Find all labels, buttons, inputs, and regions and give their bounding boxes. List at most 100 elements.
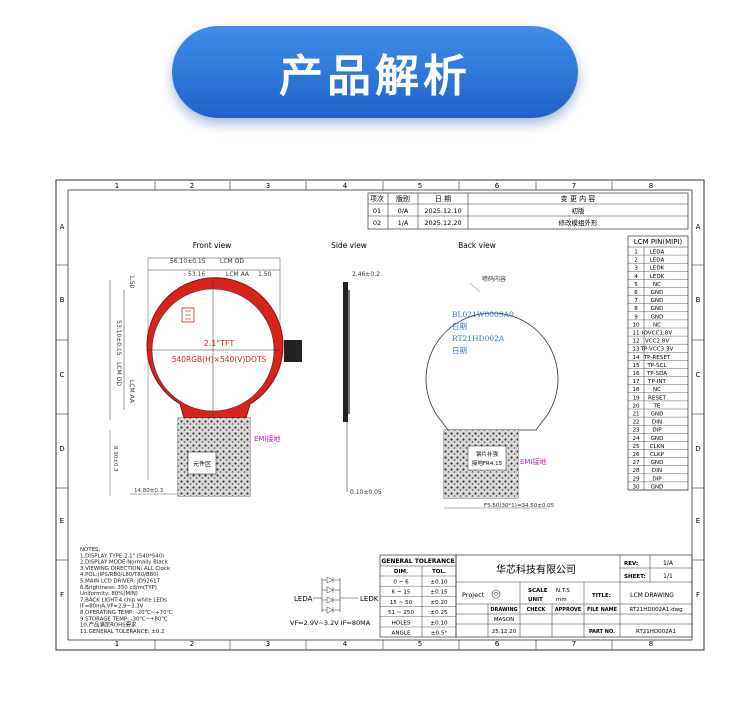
- grid-row-label: D: [695, 445, 700, 453]
- pin-signal: RESET: [648, 395, 667, 401]
- tolerance-table: GENERAL TOLERANCE DIM. TOL. 0 ~ 6±0.106 …: [379, 554, 457, 638]
- pin-number: 11: [632, 331, 640, 337]
- front-dim-od-label: LCM OD: [220, 258, 244, 265]
- note-line: 6.Brightness: 350 cd/m(TYP): [80, 585, 157, 591]
- pin-number: 22: [632, 420, 639, 426]
- pin-number: 15: [632, 363, 640, 369]
- tolerance-dim: 51 ~ 250: [388, 610, 414, 616]
- back-view: 喷码内容 BL021W0009A0 日期 RT21HD002A 日期 钢片补强 …: [425, 275, 559, 509]
- back-fpc-text-2: 接地FR4.15: [472, 459, 503, 467]
- front-dim-aa-h-label: LCM AA: [128, 380, 135, 404]
- pin-signal: DIN: [652, 468, 662, 474]
- back-view-title: Back view: [458, 241, 496, 250]
- pin-number: 23: [632, 428, 640, 434]
- led-diode-icon: [326, 596, 334, 604]
- note-line: 7.BACK LIGHT:4 chip white LEDs: [80, 597, 167, 603]
- pin-signal: LEDA: [650, 258, 665, 264]
- rev-header-ver: 版别: [396, 194, 410, 203]
- pin-signal: TP-VCC3.3V: [640, 347, 674, 353]
- front-emi-note: EMI接地: [254, 434, 281, 443]
- tolerance-header-tol: TOL.: [432, 569, 446, 575]
- rev-row2-date: 2025.12.20: [424, 219, 461, 227]
- pin-number: 26: [632, 452, 640, 458]
- grid-col-label: 2: [190, 640, 194, 648]
- pin-signal: GND: [651, 306, 664, 312]
- pin-signal: LEDK: [650, 274, 665, 280]
- sheet-value: 1/1: [663, 573, 673, 580]
- back-line-4: 日期: [452, 346, 467, 355]
- pin-signal: GND: [651, 298, 664, 304]
- grid-col-label: 8: [649, 182, 653, 190]
- pin-signal: NC: [653, 322, 661, 328]
- pin-signal: GND: [651, 484, 664, 490]
- note-line: Uniformity: 80%(MIN): [80, 591, 138, 597]
- pin-number: 18: [632, 387, 640, 393]
- pin-number: 14: [632, 355, 640, 361]
- grid-col-label: 4: [343, 182, 348, 190]
- tolerance-value: ±0.20: [430, 600, 448, 606]
- tolerance-header-dim: DIM.: [394, 569, 408, 575]
- grid-col-label: 5: [418, 640, 422, 648]
- title-label: TITLE:: [592, 593, 611, 599]
- pin-number: 9: [634, 314, 638, 320]
- grid-col-label: 6: [495, 182, 500, 190]
- pin-number: 10: [632, 322, 640, 328]
- pin-number: 3: [634, 266, 638, 272]
- front-view-title: Front view: [193, 241, 232, 250]
- note-line: 3.VIEWING DIRECTION: ALL Clock: [80, 566, 171, 572]
- back-line-3: RT21HD002A: [452, 334, 505, 343]
- pin-number: 20: [632, 403, 640, 409]
- pin-signal: NC: [653, 282, 661, 288]
- rev-row2-no: 02: [373, 219, 381, 227]
- pin-signal: GND: [651, 412, 664, 418]
- led-label-ledk: LEDK: [360, 595, 379, 603]
- pin-number: 21: [632, 412, 640, 418]
- pin-number: 8: [634, 306, 638, 312]
- notes-block: NOTES:1.DISPLAY TYPE:2.1" (540*540)2.DIS…: [80, 547, 173, 635]
- note-line: 1.DISPLAY TYPE:2.1" (540*540): [80, 553, 164, 559]
- project-label: Project: [462, 591, 485, 599]
- grid-col-label: 5: [418, 182, 422, 190]
- pin-number: 2: [634, 258, 638, 264]
- part-no-label: PART NO.: [589, 629, 615, 635]
- front-dim-margin: 1.50: [258, 271, 272, 278]
- pin-signal: GND: [651, 460, 664, 466]
- grid-col-label: 3: [266, 640, 270, 648]
- led-label-leda: LEDA: [294, 595, 313, 603]
- grid-row-label: E: [60, 517, 64, 525]
- part-no-value: RT21HD002A1: [636, 629, 676, 635]
- back-dim-bottom: F5.50(30*1)=34.50±0.05: [484, 503, 555, 509]
- pinmap-header: LCM PIN(MIPI): [634, 238, 683, 246]
- rev-row1-no: 01: [373, 207, 381, 215]
- pin-number: 30: [632, 484, 640, 490]
- rev-value: 1/A: [663, 560, 674, 567]
- tolerance-dim: 6 ~ 15: [392, 590, 411, 596]
- note-line: NOTES:: [80, 547, 100, 553]
- front-dim-fpc-w: 14.80±0.3: [134, 488, 164, 494]
- pin-signal: TE: [653, 403, 661, 409]
- pin-number: 28: [632, 468, 640, 474]
- led-diode-icon: [326, 586, 334, 594]
- company-name: 华芯科技有限公司: [496, 563, 576, 576]
- front-dim-margin-h: 1.50: [128, 275, 135, 289]
- pin-signal: GND: [651, 314, 664, 320]
- pin-number: 16: [632, 371, 640, 377]
- front-dim-od-w: 56.10±0.15: [170, 258, 206, 265]
- grid-col-label: 8: [649, 640, 653, 648]
- revision-table: 项次 版别 日 期 变 更 内 容 01 0/A 2025.12.10 初版 0…: [367, 192, 689, 230]
- pin-signal: TP-RESET: [643, 355, 671, 361]
- tolerance-value: ±0.10: [430, 580, 448, 586]
- scale-value: N.T.S: [556, 588, 570, 594]
- approve-label: APPROVE: [555, 607, 582, 613]
- note-line: 2.DISPLAY MODE:Normally Black: [80, 560, 169, 566]
- pin-signal: DIN: [652, 420, 662, 426]
- pin-signal: CLKN: [650, 444, 665, 450]
- pin-signal: TP-SDA: [646, 371, 667, 377]
- note-line: 11.GENERAL TOLERANCE: ±0.2: [80, 629, 165, 635]
- unit-value: mm: [556, 597, 567, 603]
- pin-signal: DIP: [652, 428, 662, 434]
- pin-signal: LEDA: [650, 250, 665, 256]
- pin-number: 4: [634, 274, 638, 280]
- pin-signal: CLKP: [650, 452, 665, 458]
